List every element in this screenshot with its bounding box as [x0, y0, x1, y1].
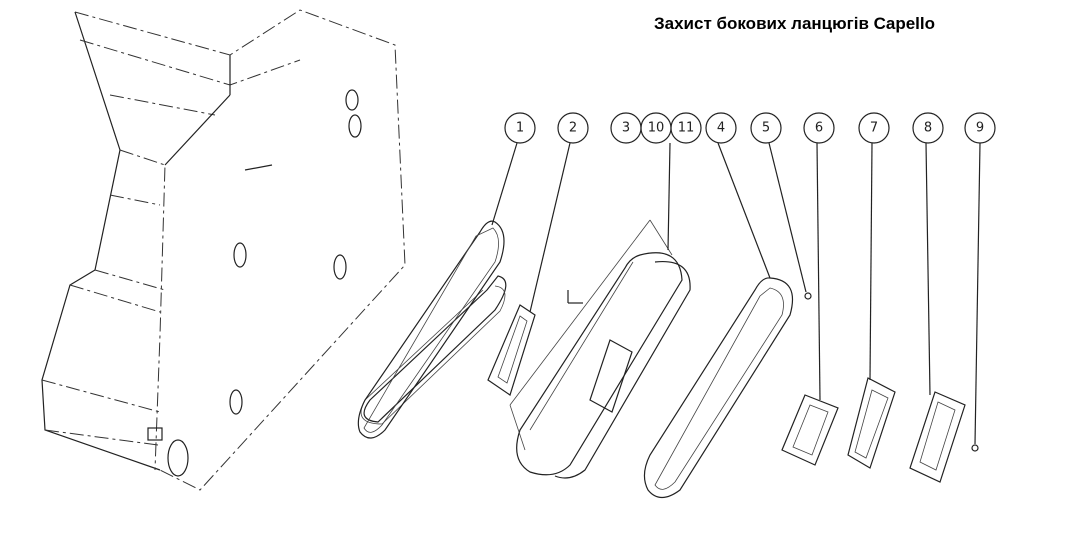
svg-text:11: 11: [678, 121, 695, 136]
harvester-side-frame: [41, 9, 406, 491]
svg-text:2: 2: [569, 121, 577, 136]
callout-9: 9: [964, 112, 996, 144]
leader-lines: [491, 142, 981, 445]
svg-text:7: 7: [870, 121, 878, 136]
svg-text:3: 3: [622, 121, 630, 136]
svg-text:10: 10: [648, 121, 665, 136]
part-8-frame: [909, 391, 966, 483]
diagram-title: Захист бокових ланцюгів Capello: [654, 14, 936, 33]
svg-text:4: 4: [717, 121, 725, 136]
part-7-window: [847, 377, 896, 469]
callout-5: 5: [750, 112, 782, 144]
part-6-plate: [781, 394, 839, 466]
svg-text:6: 6: [815, 121, 823, 136]
part-4-gasket: [643, 277, 794, 499]
part-5-bolt: [804, 292, 812, 300]
callout-3: 3: [610, 112, 642, 144]
svg-text:9: 9: [976, 121, 984, 136]
callout-10: 10: [640, 112, 672, 144]
callout-6: 6: [803, 112, 835, 144]
callout-4: 4: [705, 112, 737, 144]
svg-text:5: 5: [762, 121, 770, 136]
part-9-bolt: [971, 444, 979, 452]
part-1-seal-loop: [357, 220, 507, 439]
callout-7: 7: [858, 112, 890, 144]
svg-text:1: 1: [516, 121, 524, 136]
callout-1: 1: [504, 112, 536, 144]
callout-8: 8: [912, 112, 944, 144]
callout-11: 11: [670, 112, 702, 144]
svg-text:8: 8: [924, 121, 932, 136]
part-3-main-cover: [509, 219, 691, 479]
callout-2: 2: [557, 112, 589, 144]
